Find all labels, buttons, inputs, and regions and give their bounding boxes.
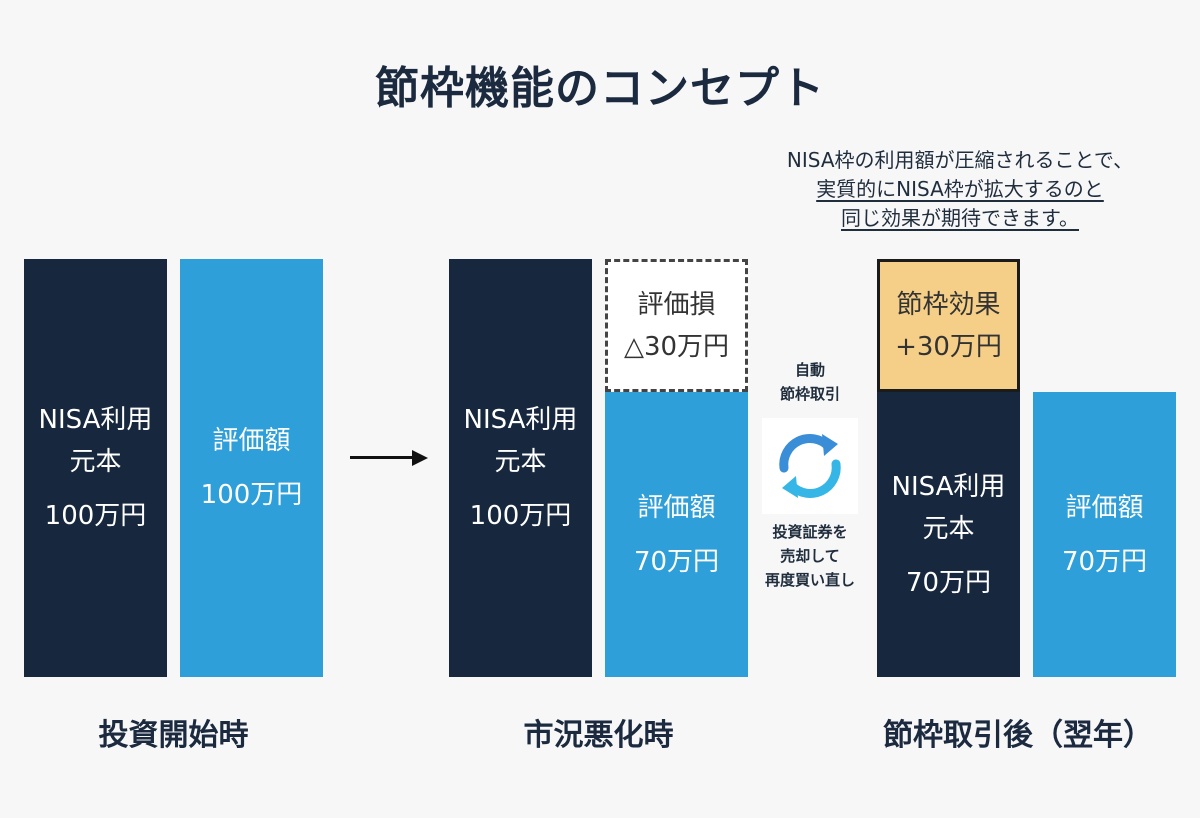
stage3-valuation-label: 評価額 — [1065, 492, 1144, 523]
stage2-principal-bar: NISA利用 元本 100万円 — [449, 259, 592, 677]
stage1-valuation-label: 評価額 — [212, 426, 291, 456]
stage3-valuation-amount: 70万円 — [1061, 546, 1148, 577]
stage2-loss-box: 評価損 △30万円 — [605, 259, 748, 392]
stage3-principal-bar: NISA利用 元本 70万円 — [877, 392, 1020, 677]
process-top-line2: 節枠取引 — [779, 385, 840, 403]
stage1-valuation-amount: 100万円 — [200, 480, 303, 510]
stage2-loss-amount: △30万円 — [623, 331, 730, 362]
stage2-valuation-label: 評価額 — [637, 492, 716, 523]
stage2-principal-label1: NISA利用 — [463, 405, 578, 435]
stage3-valuation-bar: 評価額 70万円 — [1033, 392, 1176, 677]
stage2-principal-label2: 元本 — [494, 447, 547, 477]
stage1-label: 投資開始時 — [98, 718, 249, 753]
refresh-cycle-icon — [762, 418, 858, 514]
stage3-effect-box: 節枠効果 +30万円 — [877, 259, 1020, 392]
stage1-valuation-bar: 評価額 100万円 — [180, 259, 323, 677]
stage3-principal-label1: NISA利用 — [891, 471, 1006, 502]
stage1-principal-label1: NISA利用 — [38, 405, 153, 435]
stage1-principal-amount: 100万円 — [44, 501, 147, 531]
arrow-head-icon — [412, 450, 428, 466]
explanation-note: NISA枠の利用額が圧縮されることで、 実質的にNISA枠が拡大するのと 同じ効… — [700, 146, 1200, 233]
stage2-valuation-amount: 70万円 — [633, 546, 720, 577]
note-line-3: 同じ効果が期待できます。 — [841, 206, 1079, 230]
stage2-valuation-bar: 評価額 70万円 — [605, 392, 748, 677]
process-top-line1: 自動 — [794, 361, 825, 379]
stage3-label: 節枠取引後（翌年） — [883, 718, 1153, 753]
note-line-1: NISA枠の利用額が圧縮されることで、 — [786, 148, 1134, 172]
stage3-effect-label: 節枠効果 — [896, 289, 1001, 320]
stage2-loss-label: 評価損 — [637, 289, 716, 320]
stage3-principal-amount: 70万円 — [905, 567, 992, 598]
process-bottom-line3: 再度買い直し — [764, 571, 855, 589]
arrow-right-icon — [350, 456, 414, 459]
stage1-principal-label2: 元本 — [69, 447, 122, 477]
process-bottom-line1: 投資証券を — [772, 523, 848, 541]
process-bottom-line2: 売却して — [780, 547, 840, 565]
stage2-label: 市況悪化時 — [523, 718, 674, 753]
stage1-principal-bar: NISA利用 元本 100万円 — [24, 259, 167, 677]
page-title: 節枠機能のコンセプト — [375, 63, 825, 114]
note-line-2: 実質的にNISA枠が拡大するのと — [816, 177, 1104, 201]
process-top-text: 自動 節枠取引 — [748, 358, 872, 406]
stage2-principal-amount: 100万円 — [469, 501, 572, 531]
process-bottom-text: 投資証券を 売却して 再度買い直し — [740, 520, 880, 592]
stage3-principal-label2: 元本 — [922, 513, 975, 544]
stage3-effect-amount: +30万円 — [895, 331, 1002, 362]
